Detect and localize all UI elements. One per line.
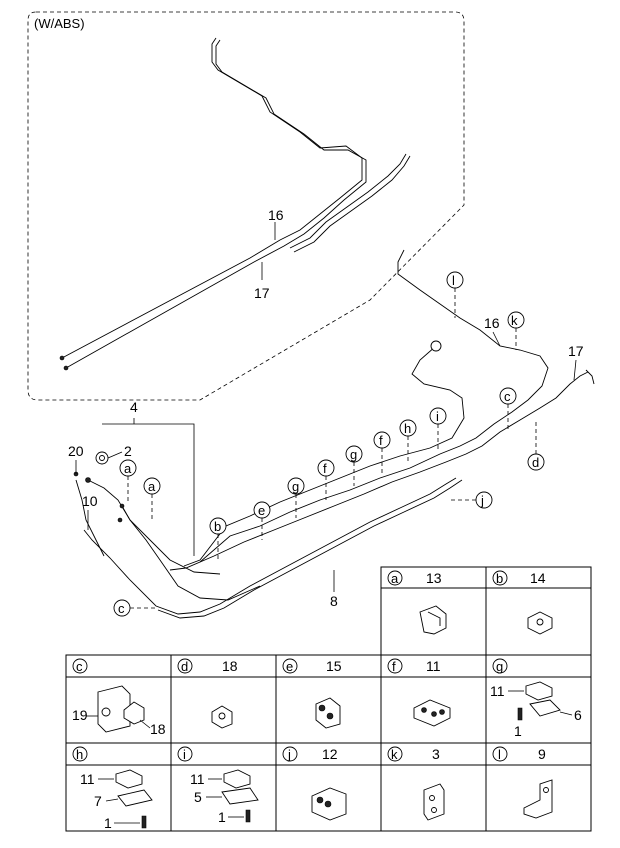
marker-f-1: f [373, 431, 391, 474]
marker-g-2: g [287, 477, 305, 518]
marker-c-upper: c [499, 387, 517, 430]
svg-text:7: 7 [94, 793, 102, 809]
svg-text:a: a [391, 571, 399, 586]
legend-cell-h: h 11 7 1 [72, 746, 153, 831]
marker-e: e [253, 501, 271, 540]
marker-k: k [507, 311, 525, 350]
abs-variant-boundary [27, 11, 465, 401]
callout-main-17: 17 [568, 343, 584, 359]
callout-8: 8 [330, 593, 338, 609]
svg-text:6: 6 [574, 707, 582, 723]
svg-text:a: a [124, 461, 132, 476]
legend-cell-c: c 19 18 [72, 658, 166, 737]
svg-text:b: b [496, 571, 503, 586]
svg-text:e: e [286, 659, 293, 674]
marker-a-1: a [119, 459, 137, 502]
svg-text:k: k [391, 747, 398, 762]
svg-text:c: c [76, 659, 83, 674]
svg-text:c: c [504, 389, 511, 404]
svg-text:11: 11 [80, 771, 95, 787]
marker-i: i [429, 407, 447, 452]
legend-cell-e: e 15 [282, 658, 342, 729]
callout-2: 2 [124, 443, 132, 459]
svg-text:19: 19 [72, 707, 88, 723]
svg-text:12: 12 [322, 746, 338, 762]
svg-text:11: 11 [490, 683, 505, 699]
legend-table [65, 566, 592, 832]
legend-cell-k: k 3 [387, 746, 445, 821]
legend-cell-l: l 9 [492, 746, 553, 819]
svg-text:g: g [292, 479, 299, 494]
svg-text:15: 15 [326, 658, 342, 674]
svg-text:f: f [392, 659, 396, 674]
svg-text:g: g [496, 659, 503, 674]
svg-text:f: f [379, 433, 383, 448]
svg-text:18: 18 [150, 721, 166, 737]
svg-text:d: d [181, 659, 188, 674]
svg-text:11: 11 [190, 771, 205, 787]
svg-text:c: c [118, 601, 125, 616]
marker-b: b [209, 517, 227, 560]
legend-cell-g: g 11 6 1 [490, 658, 582, 739]
svg-text:d: d [532, 455, 539, 470]
legend-cell-i: i 11 5 1 [177, 746, 259, 825]
svg-text:g: g [350, 447, 357, 462]
svg-text:j: j [480, 493, 484, 508]
svg-text:5: 5 [194, 789, 202, 805]
callout-abs-16: 16 [268, 207, 284, 223]
svg-text:l: l [452, 273, 455, 288]
abs-tube-assembly [59, 37, 411, 371]
svg-text:11: 11 [426, 658, 441, 674]
svg-text:b: b [214, 519, 221, 534]
main-tube-assembly [73, 249, 595, 619]
svg-text:h: h [76, 747, 83, 762]
svg-text:i: i [183, 747, 186, 762]
callout-20: 20 [68, 443, 84, 459]
marker-f-2: f [317, 459, 335, 500]
svg-text:3: 3 [432, 746, 440, 762]
legend-cell-b: b 14 [492, 570, 553, 635]
legend-cell-j: j 12 [282, 746, 347, 821]
svg-text:14: 14 [530, 570, 546, 586]
svg-text:a: a [148, 479, 156, 494]
master-connector [430, 340, 442, 352]
marker-c-lower: c [113, 599, 156, 617]
marker-j: j [450, 491, 493, 509]
svg-text:1: 1 [104, 815, 112, 831]
svg-text:e: e [258, 503, 265, 518]
callout-abs-17: 17 [254, 285, 270, 301]
abs-variant-label: (W/ABS) [34, 16, 85, 31]
callout-assembly-4: 4 [130, 399, 138, 415]
marker-g-1: g [345, 445, 363, 486]
svg-text:f: f [323, 461, 327, 476]
svg-text:9: 9 [538, 746, 546, 762]
svg-text:1: 1 [218, 809, 226, 825]
svg-text:j: j [287, 747, 291, 762]
svg-text:1: 1 [514, 723, 522, 739]
svg-text:18: 18 [222, 658, 238, 674]
svg-text:13: 13 [426, 570, 442, 586]
legend-cell-f: f 11 [387, 658, 451, 727]
svg-text:h: h [404, 421, 411, 436]
marker-l: l [446, 271, 464, 318]
callout-10: 10 [82, 493, 98, 509]
svg-text:l: l [498, 747, 501, 762]
svg-text:k: k [511, 313, 518, 328]
marker-d: d [527, 420, 545, 471]
callout-main-16: 16 [484, 315, 500, 331]
legend-cell-a: a 13 [387, 570, 447, 635]
svg-text:i: i [436, 409, 439, 424]
legend-cell-d: d 18 [177, 658, 238, 729]
marker-h: h [399, 419, 417, 462]
marker-a-2: a [143, 477, 161, 520]
